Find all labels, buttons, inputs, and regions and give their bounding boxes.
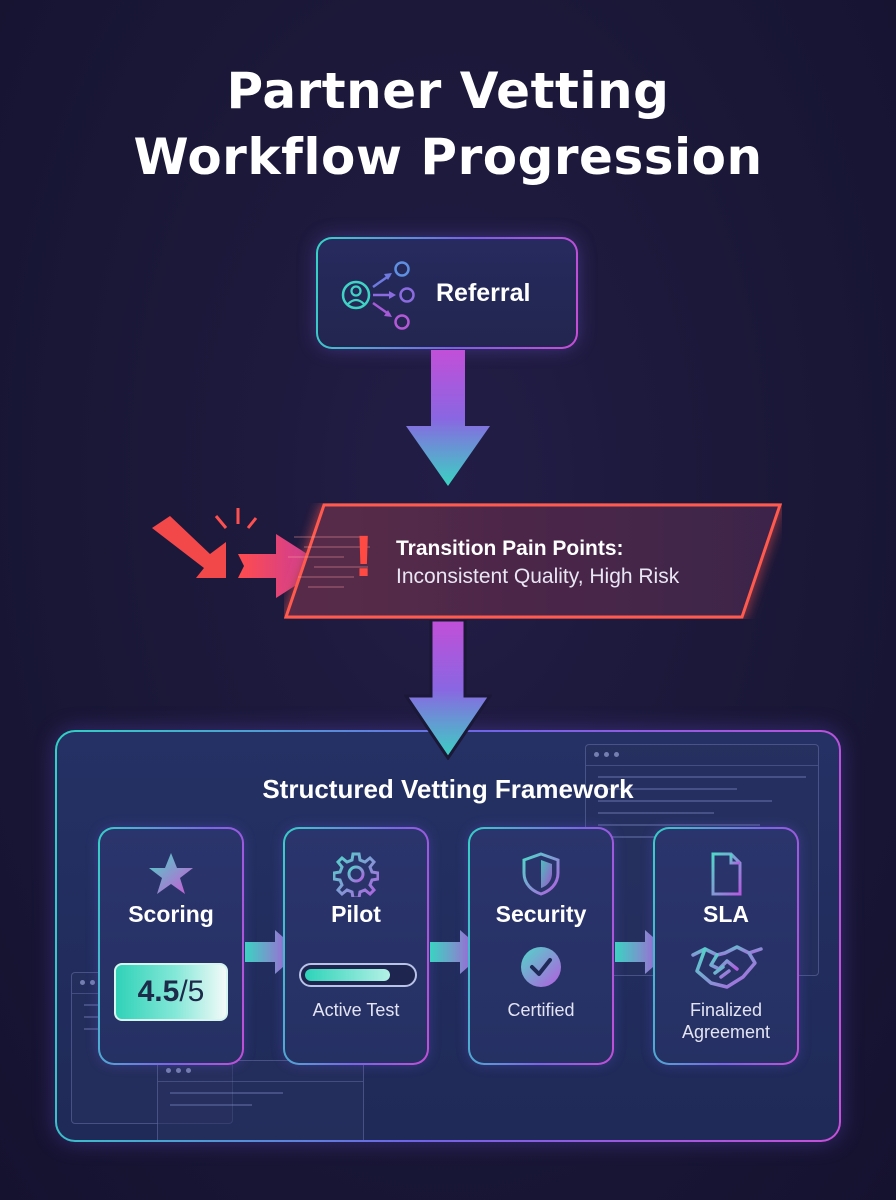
pilot-progress-bar [299, 963, 417, 987]
pilot-progress-fill [305, 969, 390, 981]
down-arrow-2 [404, 620, 492, 760]
referral-node: Referral [316, 237, 578, 349]
framework-title: Structured Vetting Framework [262, 774, 634, 804]
step-card-sla: SLA Finalized Agreement [653, 827, 799, 1065]
vetting-framework: Structured Vetting Framework Scoring 4.5… [55, 730, 841, 1142]
score-value: 4.5 [137, 975, 180, 1008]
step-status-sla: Finalized Agreement [655, 999, 797, 1043]
step-name-sla: SLA [703, 901, 749, 927]
step-status-security: Certified [507, 1000, 575, 1020]
pain-deco-lines [288, 536, 370, 588]
check-circle-icon [521, 947, 561, 987]
broken-arrow-icon [152, 508, 326, 598]
score-badge: 4.5/5 [114, 963, 228, 1021]
step-card-security: Security Certified [468, 827, 614, 1065]
step-name-pilot: Pilot [331, 901, 381, 927]
pain-points-title: Transition Pain Points: [396, 537, 624, 560]
handshake-icon [691, 945, 763, 989]
step-name-scoring: Scoring [128, 901, 214, 927]
score-scale: /5 [179, 975, 205, 1008]
step-card-pilot: Pilot Active Test [283, 827, 429, 1065]
title-line-1: Partner Vetting [226, 62, 670, 120]
step-card-scoring: Scoring 4.5/5 [98, 827, 244, 1065]
page-title: Partner Vetting Workflow Progression [0, 58, 896, 190]
deco-window [157, 1060, 364, 1140]
pain-points-banner: ! Transition Pain Points: Inconsistent Q… [284, 503, 782, 619]
down-arrow-1 [406, 350, 490, 486]
referral-network-icon [341, 261, 415, 330]
referral-label: Referral [436, 279, 531, 307]
step-status-sla-line1: Finalized [689, 1000, 763, 1020]
pain-banner-shape [284, 503, 782, 619]
document-icon [711, 852, 742, 896]
step-status-sla-line2: Agreement [681, 1022, 771, 1042]
star-icon [149, 853, 193, 894]
step-status-pilot: Active Test [312, 1000, 400, 1020]
gear-icon [332, 852, 380, 900]
title-line-2: Workflow Progression [133, 128, 763, 186]
shield-icon [522, 852, 560, 896]
step-name-security: Security [495, 901, 587, 927]
alert-marker: ! [354, 524, 374, 589]
pain-points-detail: Inconsistent Quality, High Risk [396, 565, 680, 588]
